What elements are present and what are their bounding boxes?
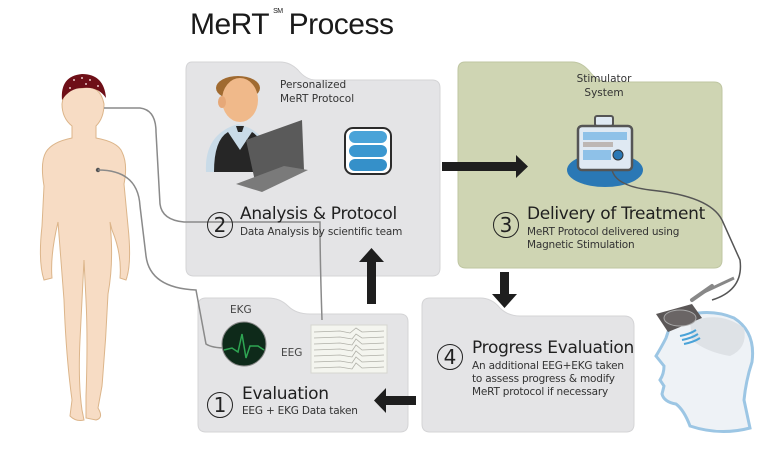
step-number-1: 1	[207, 392, 233, 418]
step-number-2: 2	[207, 212, 233, 238]
step-number-4: 4	[437, 344, 463, 370]
stimulator-device-icon	[567, 115, 742, 301]
title-main: MeRT	[190, 8, 270, 41]
step-subtitle-progress: An additional EEG+EKG taken to assess pr…	[472, 360, 624, 399]
ekg-monitor-icon	[221, 321, 267, 367]
caption-line: Stimulator	[576, 73, 632, 85]
stimulator-system-caption: Stimulator System	[568, 72, 640, 100]
panel-progress	[421, 297, 635, 433]
step-title-delivery: Delivery of Treatment	[527, 204, 705, 224]
step-title-progress: Progress Evaluation	[472, 338, 634, 358]
arrow-delivery-to-progress	[492, 272, 517, 308]
head-tms-illustration	[654, 276, 755, 433]
service-mark: SM	[273, 8, 283, 15]
ekg-cable	[97, 169, 227, 349]
patient-figure	[39, 74, 131, 421]
step-title-analysis: Analysis & Protocol	[240, 204, 397, 224]
arrow-evaluation-to-analysis	[359, 248, 384, 304]
eeg-label: EEG	[281, 347, 303, 359]
ekg-label: EKG	[230, 304, 252, 316]
caption-line: Personalized	[280, 79, 347, 91]
step-subtitle-analysis: Data Analysis by scientific team	[240, 226, 403, 238]
personalized-protocol-caption: Personalized MeRT Protocol	[280, 78, 354, 106]
subtitle-line: Magnetic Stimulation	[527, 239, 635, 251]
database-icon	[344, 127, 392, 175]
caption-line: System	[584, 87, 624, 99]
doctor-illustration	[205, 76, 308, 192]
subtitle-line: MeRT Protocol delivered using	[527, 226, 680, 238]
step-number-3: 3	[493, 212, 519, 238]
step-subtitle-evaluation: EEG + EKG Data taken	[242, 405, 358, 417]
subtitle-line: MeRT protocol if necessary	[472, 386, 608, 398]
caption-line: MeRT Protocol	[280, 93, 355, 105]
subtitle-line: to assess progress & modify	[472, 373, 615, 385]
subtitle-line: An additional EEG+EKG taken	[472, 360, 624, 372]
title-rest: Process	[288, 8, 394, 41]
step-subtitle-delivery: MeRT Protocol delivered using Magnetic S…	[527, 226, 679, 252]
eeg-chart-icon	[310, 324, 388, 374]
step-title-evaluation: Evaluation	[242, 384, 329, 404]
arrow-analysis-to-delivery	[442, 155, 528, 178]
eeg-cable	[104, 107, 323, 321]
arrow-progress-to-evaluation	[374, 388, 416, 413]
eeg-cap	[61, 74, 106, 100]
